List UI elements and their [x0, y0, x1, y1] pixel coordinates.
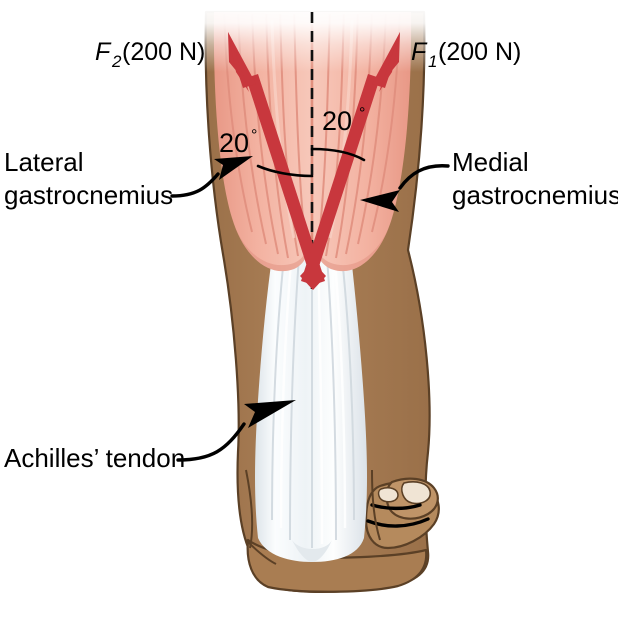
angle-arc-left [256, 164, 314, 178]
anatomy-label-achilles-group: Achilles’ tendon [4, 443, 185, 473]
force-label-f2-symbol: F [95, 38, 112, 66]
leader-arrow-medial [360, 190, 400, 212]
leader-arrow-achilles [244, 400, 296, 428]
angle-arc-right [310, 147, 366, 162]
force-label-f2-subscript: 2 [111, 52, 122, 71]
force-label-f1-subscript: 1 [428, 52, 437, 71]
angle-label-left: 20 [219, 128, 249, 158]
vector-apex-joint [300, 262, 326, 290]
force-vector-f1 [301, 32, 400, 285]
foot-toes [364, 477, 440, 550]
angle-label-right-group: 20 ° [322, 105, 365, 136]
leader-arrow-lateral [214, 156, 253, 180]
anatomy-label-lateral-group: Lateral gastrocnemius [4, 147, 173, 210]
anatomy-label-lateral-line2: gastrocnemius [4, 180, 173, 210]
angle-label-right: 20 [322, 106, 352, 136]
leader-line-achilles [176, 422, 246, 462]
anatomy-label-medial-line1: Medial [452, 147, 529, 177]
force-label-f1-magnitude: (200 N) [438, 38, 521, 66]
ankle-contours [245, 469, 381, 565]
anatomy-label-achilles: Achilles’ tendon [4, 443, 185, 473]
toe-nail-large [401, 481, 432, 505]
force-label-f1-symbol: F [411, 38, 428, 66]
anatomy-label-medial-line2: gastrocnemius [452, 180, 618, 210]
toe-nail-small [377, 487, 399, 503]
angle-label-left-group: 20 ° [219, 127, 257, 158]
force-label-f1-group: F 1 (200 N) [411, 38, 521, 71]
angle-label-left-degree: ° [251, 127, 257, 144]
leader-line-lateral [170, 172, 220, 198]
anatomy-label-lateral-line1: Lateral [4, 147, 84, 177]
anatomy-label-medial-group: Medial gastrocnemius [452, 147, 618, 210]
force-label-f2-group: F 2 (200 N) [95, 38, 205, 71]
angle-label-right-degree: ° [359, 105, 365, 122]
force-label-f2-magnitude: (200 N) [122, 38, 205, 66]
force-vector-f2 [228, 32, 325, 285]
leader-line-medial [398, 164, 450, 190]
